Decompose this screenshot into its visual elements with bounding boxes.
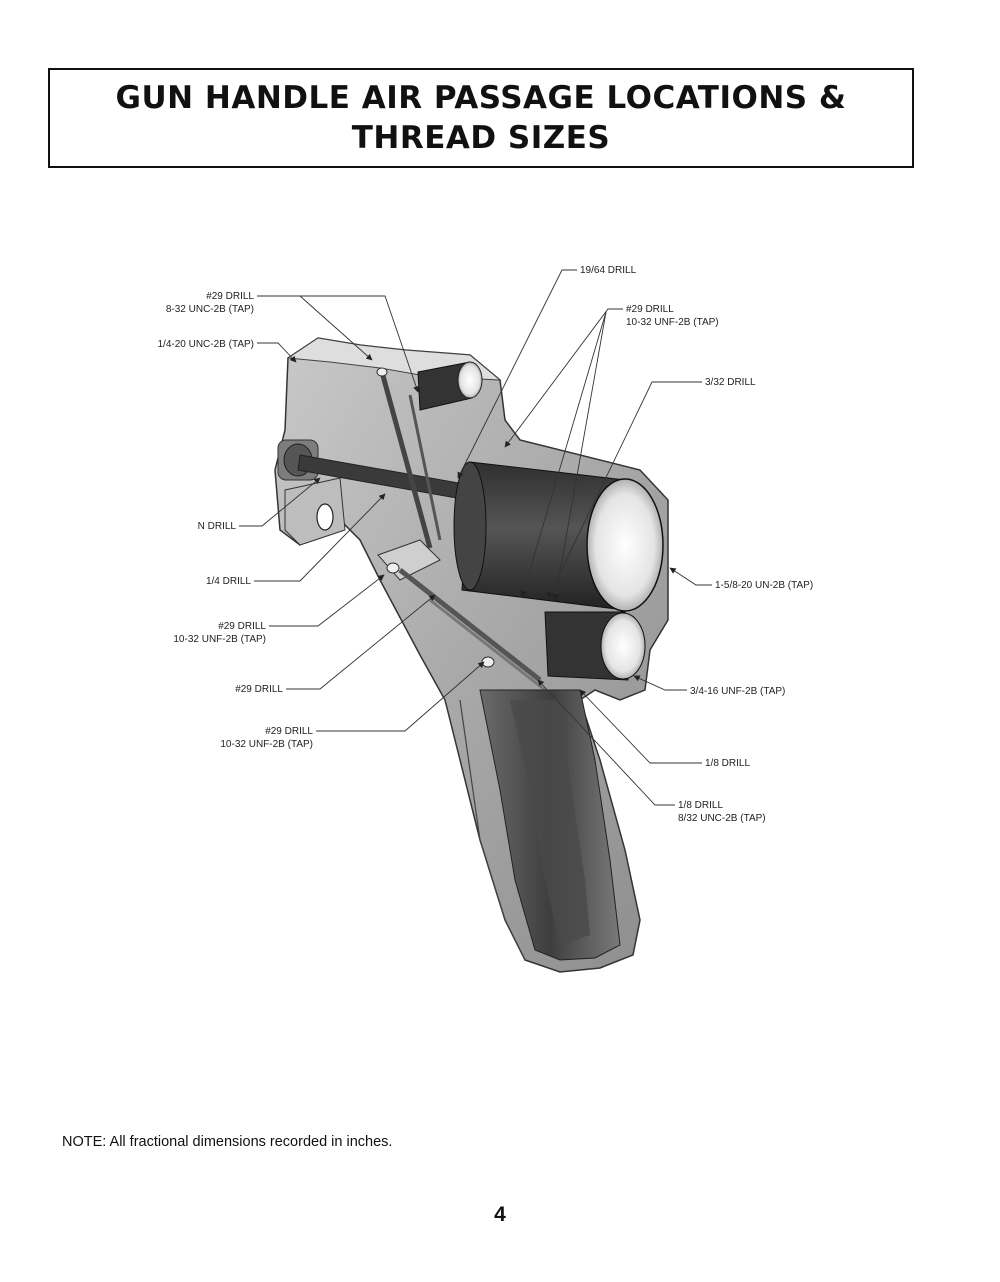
label-1-8-drill-low: 1/8 DRILL <box>678 800 723 811</box>
label-29-drill-mid: #29 DRILL <box>218 621 266 632</box>
label-1-5-8-20-tap: 1-5/8-20 UN-2B (TAP) <box>715 580 813 591</box>
label-19-64-drill: 19/64 DRILL <box>580 265 637 276</box>
label-3-4-16-tap: 3/4-16 UNF-2B (TAP) <box>690 686 785 697</box>
label-29-drill-top: #29 DRILL <box>206 291 254 302</box>
label-10-32-tap-right: 10-32 UNF-2B (TAP) <box>626 317 719 328</box>
label-29-drill-right: #29 DRILL <box>626 304 674 315</box>
label-1-4-20-tap: 1/4-20 UNC-2B (TAP) <box>157 339 254 350</box>
leader-lines <box>239 269 712 806</box>
title-line-2: THREAD SIZES <box>351 120 611 156</box>
label-3-32-drill: 3/32 DRILL <box>705 377 756 388</box>
label-29-drill-low: #29 DRILL <box>235 684 283 695</box>
label-8-32-tap: 8-32 UNC-2B (TAP) <box>166 304 254 315</box>
title-box: GUN HANDLE AIR PASSAGE LOCATIONS & THREA… <box>48 68 914 168</box>
label-29-drill-bottom: #29 DRILL <box>265 726 313 737</box>
label-8-32-tap-low: 8/32 UNC-2B (TAP) <box>678 813 766 824</box>
label-n-drill: N DRILL <box>198 521 237 532</box>
label-10-32-tap-mid: 10-32 UNF-2B (TAP) <box>173 634 266 645</box>
label-1-8-drill: 1/8 DRILL <box>705 758 750 769</box>
note-text: NOTE: All fractional dimensions recorded… <box>62 1134 393 1150</box>
gun-body <box>274 337 669 973</box>
label-quarter-drill: 1/4 DRILL <box>206 576 251 587</box>
label-10-32-tap-bottom: 10-32 UNF-2B (TAP) <box>220 739 313 750</box>
page-number: 4 <box>494 1203 506 1226</box>
title-line-1: GUN HANDLE AIR PASSAGE LOCATIONS & <box>115 80 847 116</box>
